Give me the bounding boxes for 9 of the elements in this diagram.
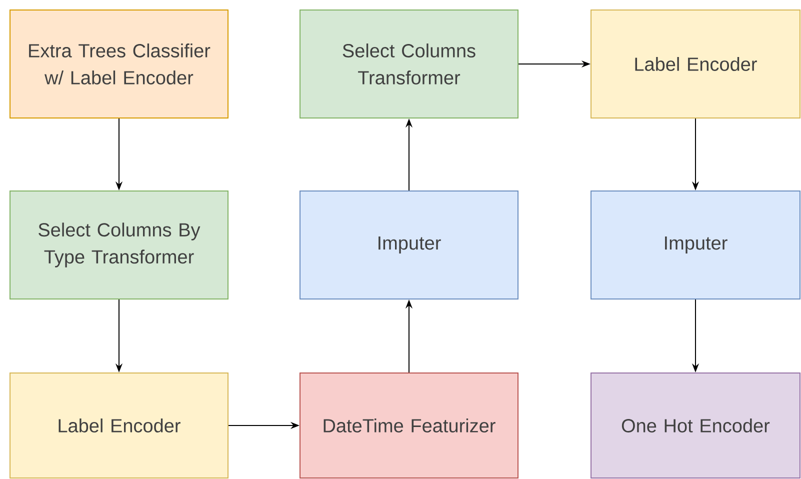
process-box: DateTime Featurizer [300, 372, 518, 478]
process-box: Select Columns By Type Transformer [10, 190, 228, 300]
process-box: Select Columns Transformer [300, 10, 518, 118]
process-box: Label Encoder [590, 10, 800, 118]
process-box: Imputer [590, 190, 800, 300]
process-box: Imputer [300, 190, 518, 300]
process-box: Extra Trees Classifier w/ Label Encoder [10, 10, 228, 118]
process-box: Label Encoder [10, 372, 228, 478]
process-box: One Hot Encoder [590, 372, 800, 478]
